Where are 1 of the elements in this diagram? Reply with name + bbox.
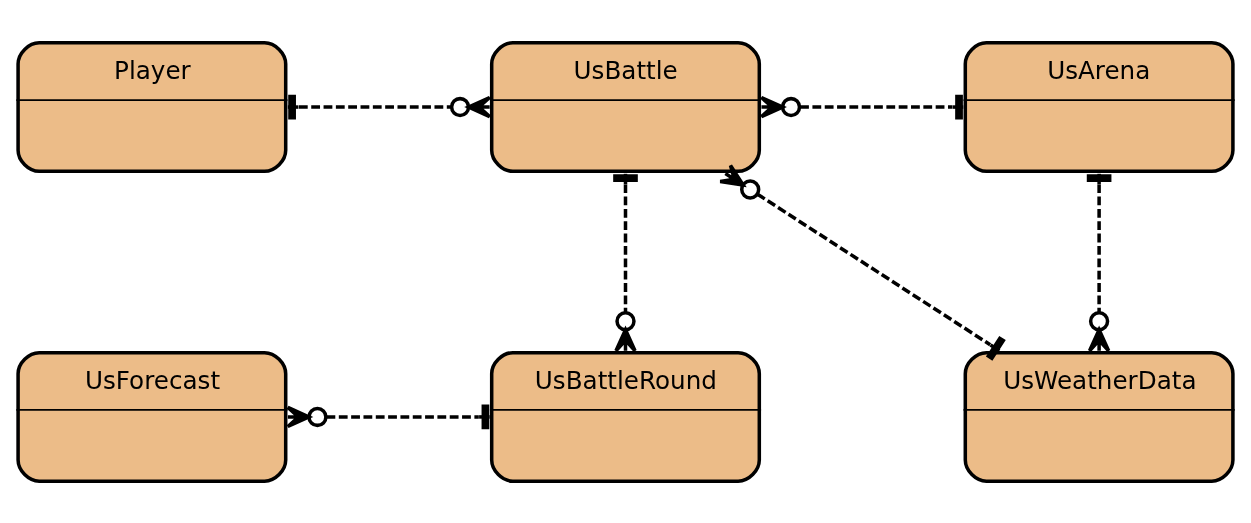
- connector: [718, 163, 1006, 361]
